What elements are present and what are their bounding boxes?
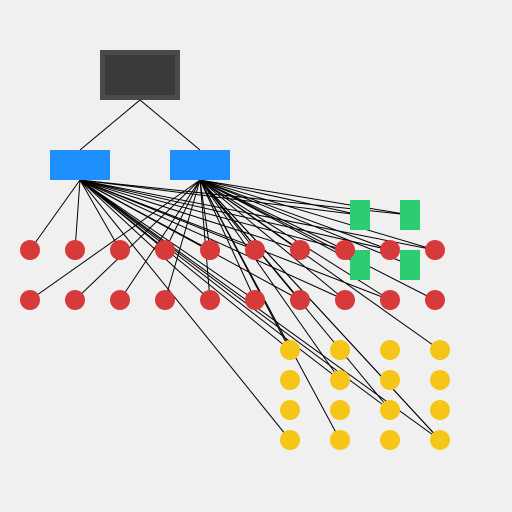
yellow-node-r2-c1 bbox=[330, 400, 350, 420]
yellow-node-r2-c0 bbox=[280, 400, 300, 420]
edge-hubR-red-bottom-4 bbox=[199, 179, 211, 301]
edge-hubR-red-top-4 bbox=[199, 179, 211, 251]
edge-hubR-green-0 bbox=[199, 179, 361, 216]
edge-hubL-red-top-0 bbox=[29, 179, 81, 251]
hub-node-right bbox=[170, 150, 230, 180]
yellow-node-r2-c3 bbox=[430, 400, 450, 420]
edge-hubL-red-top-1 bbox=[74, 179, 81, 251]
edge-hubR-green-3 bbox=[199, 179, 411, 266]
edge-hubR-red-bottom-b-9 bbox=[199, 179, 436, 301]
yellow-node-r1-c3 bbox=[430, 370, 450, 390]
red-node-r1-c4 bbox=[200, 290, 220, 310]
yellow-node-r3-c0 bbox=[280, 430, 300, 450]
edge-hubL-red-bottom-7 bbox=[79, 179, 346, 301]
edge-hubR-red-top-7 bbox=[199, 179, 346, 251]
red-node-r0-c5 bbox=[245, 240, 265, 260]
red-node-r0-c6 bbox=[290, 240, 310, 260]
red-node-r0-c1 bbox=[65, 240, 85, 260]
edge-hubR-red-top-8 bbox=[199, 179, 391, 251]
edge-hubL-yellow-extra bbox=[79, 179, 291, 441]
yellow-node-r1-c1 bbox=[330, 370, 350, 390]
edge-hubL-red-bottom-4 bbox=[79, 179, 211, 301]
yellow-node-r0-c1 bbox=[330, 340, 350, 360]
edge-root-hub-right bbox=[139, 99, 201, 151]
edge-hubR-red-bottom-2 bbox=[119, 179, 201, 301]
yellow-node-r1-c0 bbox=[280, 370, 300, 390]
red-node-r0-c3 bbox=[155, 240, 175, 260]
red-node-r1-c9 bbox=[425, 290, 445, 310]
edge-hubL-red-top-7 bbox=[79, 179, 346, 251]
yellow-node-r0-c2 bbox=[380, 340, 400, 360]
edge-hubL-red-top-8 bbox=[79, 179, 391, 251]
edge-hubL-red-top-2 bbox=[79, 179, 121, 251]
root-node bbox=[105, 55, 175, 95]
edge-hubR-red-top-3 bbox=[164, 179, 201, 251]
yellow-node-r3-c1 bbox=[330, 430, 350, 450]
nodes-layer bbox=[20, 50, 450, 450]
edge-hubL-green-0 bbox=[79, 179, 361, 216]
edge-hubR-red-top-9 bbox=[199, 179, 436, 251]
edge-hubR-green-1 bbox=[199, 179, 411, 216]
yellow-node-r2-c2 bbox=[380, 400, 400, 420]
red-node-r1-c8 bbox=[380, 290, 400, 310]
edge-hubL-red-bottom-5 bbox=[79, 179, 256, 301]
edge-hubR-red-bottom-0 bbox=[29, 179, 201, 301]
edge-hubR-yellow-c bbox=[199, 179, 441, 441]
edge-hubR-red-bottom-3 bbox=[164, 179, 201, 301]
edge-hubR-yellow-b bbox=[199, 179, 441, 351]
hub-node-left bbox=[50, 150, 110, 180]
yellow-node-r3-c3 bbox=[430, 430, 450, 450]
red-node-r0-c0 bbox=[20, 240, 40, 260]
red-node-r0-c7 bbox=[335, 240, 355, 260]
green-node-2 bbox=[350, 250, 370, 280]
edge-hubR-yellow-diag-1 bbox=[199, 179, 341, 381]
red-node-r1-c1 bbox=[65, 290, 85, 310]
edge-hubR-red-bottom-b-5 bbox=[199, 179, 256, 301]
edge-hubL-yellow-0 bbox=[79, 179, 291, 351]
red-node-r0-c9 bbox=[425, 240, 445, 260]
red-node-r0-c8 bbox=[380, 240, 400, 260]
yellow-node-r0-c3 bbox=[430, 340, 450, 360]
yellow-node-r1-c2 bbox=[380, 370, 400, 390]
edge-hubR-yellow-a bbox=[199, 179, 341, 441]
yellow-node-r0-c0 bbox=[280, 340, 300, 360]
green-node-0 bbox=[350, 200, 370, 230]
red-node-r0-c4 bbox=[200, 240, 220, 260]
edge-hubR-red-bottom-b-7 bbox=[199, 179, 346, 301]
red-node-r0-c2 bbox=[110, 240, 130, 260]
red-node-r1-c3 bbox=[155, 290, 175, 310]
red-node-r1-c0 bbox=[20, 290, 40, 310]
edge-hubL-red-bottom-6 bbox=[79, 179, 301, 301]
green-node-1 bbox=[400, 200, 420, 230]
edge-hubL-red-top-9 bbox=[79, 179, 436, 251]
red-node-r1-c5 bbox=[245, 290, 265, 310]
edge-hubL-red-bottom-8 bbox=[79, 179, 391, 301]
red-node-r1-c6 bbox=[290, 290, 310, 310]
edge-hubR-red-bottom-1 bbox=[74, 179, 201, 301]
edge-hubL-yellow-3 bbox=[79, 179, 441, 441]
red-node-r1-c2 bbox=[110, 290, 130, 310]
red-node-r1-c7 bbox=[335, 290, 355, 310]
edge-hubR-green-2 bbox=[199, 179, 361, 266]
edge-root-hub-left bbox=[79, 99, 141, 151]
green-node-3 bbox=[400, 250, 420, 280]
yellow-node-r3-c2 bbox=[380, 430, 400, 450]
